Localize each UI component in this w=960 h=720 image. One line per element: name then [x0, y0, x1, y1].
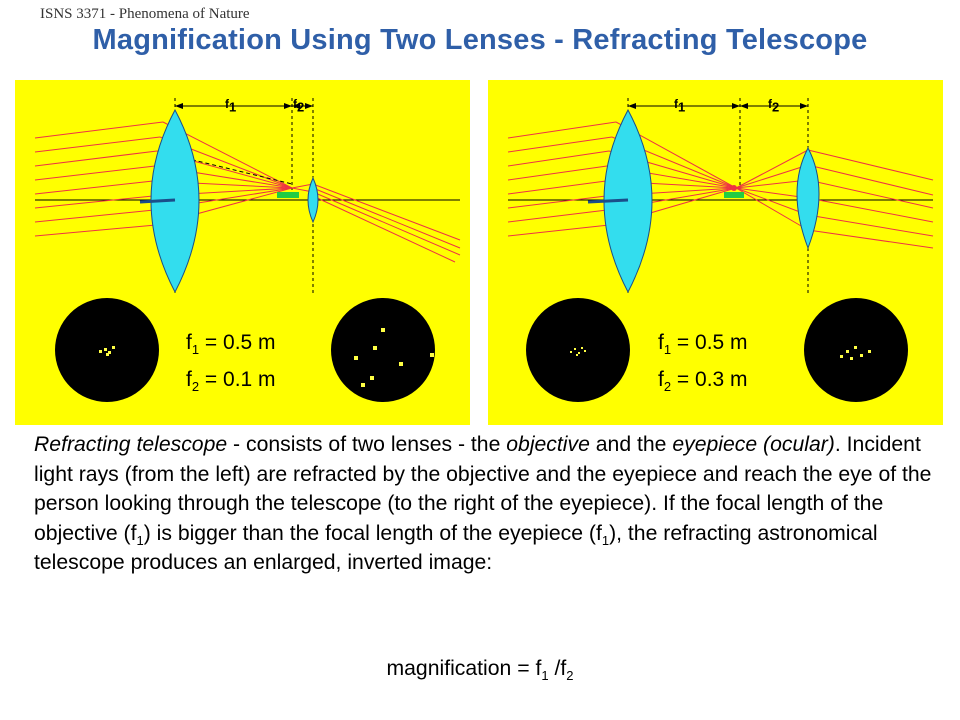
focal-lengths-left: f1 = 0.5 m f2 = 0.1 m	[186, 328, 276, 402]
star-field-objective-right	[526, 298, 630, 402]
star-field-eyepiece-left	[331, 298, 435, 402]
f2-dimension-label-right: f2	[768, 97, 780, 115]
f1-dimension-label: f1	[225, 97, 237, 115]
f2-value-right: f2 = 0.3 m	[658, 368, 748, 395]
slide-title: Magnification Using Two Lenses - Refract…	[92, 24, 868, 56]
f1-dimension-label-right: f1	[674, 97, 686, 115]
f2-value-left: f2 = 0.1 m	[186, 368, 276, 395]
telescope-diagram-left: f1 f2 f1 = 0.5 m f2 = 0.1 m	[15, 80, 470, 425]
description-paragraph: Refracting telescope - consists of two l…	[34, 433, 932, 574]
star-field-eyepiece-right	[804, 298, 908, 402]
f1-value-left: f1 = 0.5 m	[186, 331, 276, 358]
ray-diagram-right	[507, 98, 934, 402]
telescope-diagram-right: f1 f2 f1 = 0.5 m f2 = 0.3 m	[488, 80, 943, 425]
f2-dimension-label: f2	[293, 97, 305, 115]
magnification-formula: magnification = f1 /f2	[386, 657, 574, 684]
f1-value-right: f1 = 0.5 m	[658, 331, 748, 358]
ray-diagram-left	[34, 98, 461, 402]
focal-lengths-right: f1 = 0.5 m f2 = 0.3 m	[658, 328, 748, 402]
course-header: ISNS 3371 - Phenomena of Nature	[40, 6, 250, 22]
